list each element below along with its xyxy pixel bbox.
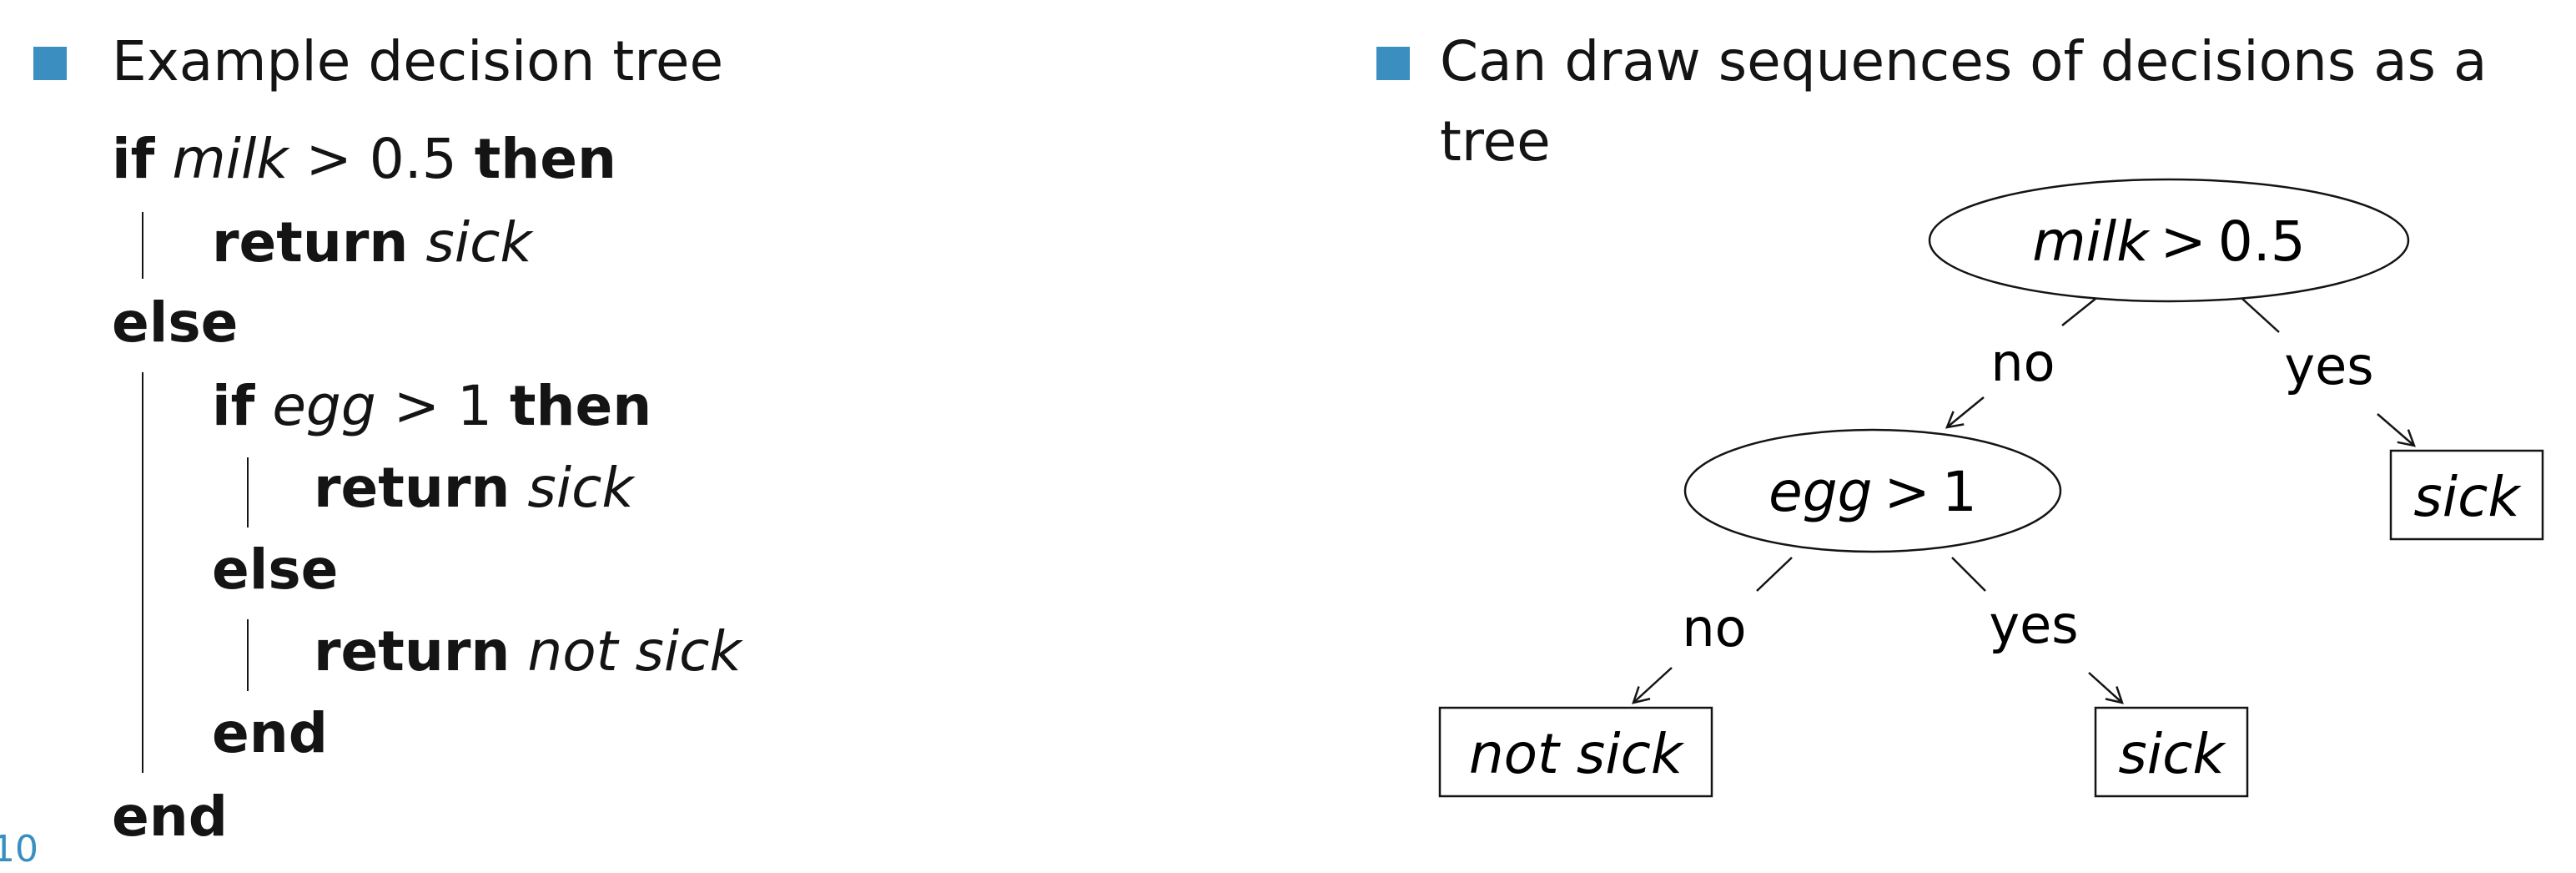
edge-child-no-lower [1632,667,1673,704]
edge-root-no-lower [1945,396,1985,429]
edge-child-yes-upper [1951,557,1986,592]
code-line-if-egg: if egg > 1 then [212,374,652,438]
edge-root-no-upper [2061,298,2096,326]
leaf-root-yes-box [2389,449,2544,541]
indent-bar [247,619,249,691]
left-bullet-text: Example decision tree [112,29,724,93]
code-line-else-2: else [212,537,339,602]
edge-root-yes-upper [2241,298,2280,333]
edge-child-no-label: no [1682,598,1746,659]
code-line-else-1: else [112,290,239,355]
edge-root-no-label: no [1990,332,2055,393]
leaf-child-yes-label: sick [2118,722,2226,786]
code-line-if-milk: if milk > 0.5 then [112,127,617,191]
edge-child-no-upper [1756,557,1793,592]
leaf-child-no-label: not sick [1469,722,1685,786]
code-line-return-sick-1: return sick [212,210,532,275]
edge-child-yes-label: yes [1989,594,2078,655]
indent-bar [247,457,249,527]
root-node-ellipse [1928,178,2410,303]
child-node-ellipse [1683,428,2062,553]
indent-bar [142,212,143,279]
indent-bar [142,372,143,773]
code-line-return-not-sick: return not sick [314,619,742,684]
code-line-end-inner: end [212,701,328,765]
edge-root-yes-label: yes [2284,336,2373,396]
edge-child-yes-lower [2088,672,2124,704]
bullet-square-icon [1376,47,1410,80]
child-node-label: egg>1 [1768,460,1977,524]
code-line-return-sick-2: return sick [314,456,634,520]
root-node-label: milk>0.5 [2032,209,2305,274]
code-line-end-outer: end [112,785,228,849]
right-bullet-text: Can draw sequences of decisions as a tre… [1440,29,2488,174]
leaf-child-yes-box [2094,706,2249,798]
leaf-root-yes-label: sick [2413,465,2522,529]
bullet-square-icon [33,47,67,80]
edge-root-yes-lower [2377,413,2416,447]
leaf-child-no-box [1438,706,1713,798]
slide-number: 10 [0,828,38,870]
